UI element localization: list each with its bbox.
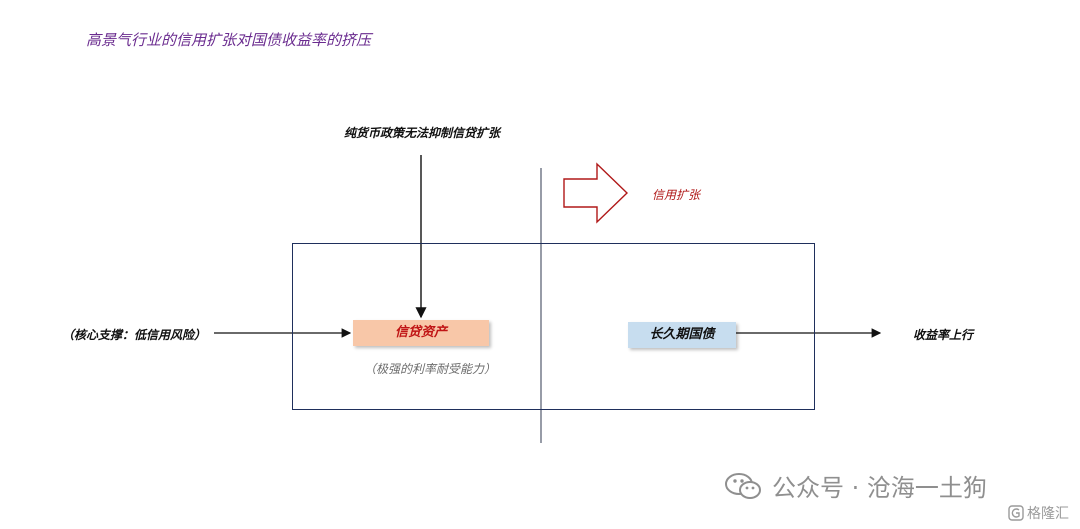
yield-rise-label: 收益率上行 [913, 328, 974, 342]
credit-expansion-label: 信用扩张 [652, 188, 701, 202]
gelonghui-logo: 格隆汇 [1008, 503, 1069, 523]
watermark-text: 公众号 · 沧海一土狗 [772, 474, 987, 502]
rate-tolerance-label: （极强的利率耐受能力） [364, 362, 497, 376]
watermark: 公众号 · 沧海一土狗 [724, 468, 987, 503]
main-frame [292, 243, 815, 410]
credit-assets-box: 信贷资产 [353, 320, 489, 346]
credit-expansion-arrow [563, 162, 629, 224]
wechat-icon [725, 472, 761, 499]
core-support-label: （核心支撑：低信用风险） [62, 328, 207, 342]
long-bonds-box: 长久期国债 [628, 322, 736, 348]
gelonghui-logo-icon [1008, 505, 1024, 521]
diagram-title: 高景气行业的信用扩张对国债收益率的挤压 [86, 31, 372, 49]
logo-text: 格隆汇 [1027, 506, 1069, 522]
top-policy-label: 纯货币政策无法抑制信贷扩张 [344, 126, 501, 140]
